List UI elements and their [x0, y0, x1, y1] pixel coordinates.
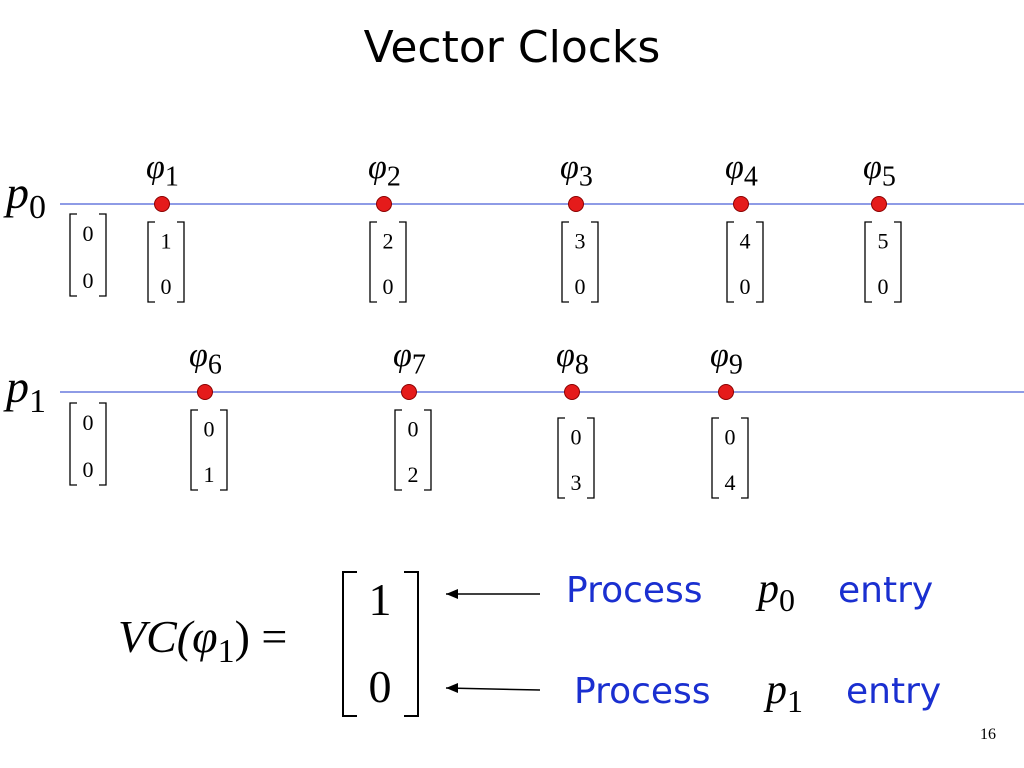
initial-vector-p1-left-bracket — [69, 402, 77, 486]
slide-title: Vector Clocks — [363, 22, 661, 73]
vector-phi5-right-bracket — [894, 221, 902, 303]
vector-phi6-left-bracket — [190, 409, 198, 491]
event-label-phi1: φ1 — [146, 149, 179, 192]
event-label-phi2: φ2 — [368, 149, 401, 192]
vector-phi1-entry-1: 0 — [161, 274, 172, 299]
vector-phi3-entry-0: 3 — [575, 228, 586, 253]
event-label-phi7: φ7 — [393, 337, 426, 380]
vector-phi6-entry-0: 0 — [204, 416, 215, 441]
vector-phi9-left-bracket — [711, 417, 719, 499]
vector-phi2-right-bracket — [399, 221, 407, 303]
arrow-to-p1-entry-head — [446, 683, 458, 693]
vector-phi4-entry-0: 4 — [740, 228, 751, 253]
vector-phi6-entry-1: 1 — [204, 462, 215, 487]
initial-vector-p1-entry-1: 0 — [83, 457, 94, 482]
event-label-phi3: φ3 — [560, 149, 593, 192]
vector-phi4-left-bracket — [726, 221, 734, 303]
vector-phi9-entry-0: 0 — [725, 424, 736, 449]
process-label-p1: p1 — [3, 361, 46, 420]
vector-phi2-entry-1: 0 — [383, 274, 394, 299]
arrow-to-p0-entry-head — [446, 589, 458, 599]
vector-phi4-entry-1: 0 — [740, 274, 751, 299]
event-label-phi8: φ8 — [556, 337, 589, 380]
arrow-to-p1-entry-shaft — [445, 687, 541, 691]
annotation-var-p1: p1 — [763, 667, 803, 719]
annotation-entry-word-0: entry — [838, 570, 933, 611]
vector-phi8-entry-1: 3 — [571, 470, 582, 495]
vector-phi4-right-bracket — [756, 221, 764, 303]
vector-phi3-entry-1: 0 — [575, 274, 586, 299]
vector-phi8-entry-0: 0 — [571, 424, 582, 449]
initial-vector-p0-right-bracket — [99, 213, 107, 297]
vector-phi8-right-bracket — [587, 417, 595, 499]
vector-phi1-right-bracket — [177, 221, 185, 303]
event-dot-phi2 — [376, 196, 392, 212]
annotation-var-p0: p0 — [755, 566, 795, 618]
initial-vector-p0-left-bracket — [69, 213, 77, 297]
vector-phi5-entry-1: 0 — [878, 274, 889, 299]
formula-left-bracket — [342, 571, 357, 717]
initial-vector-p0-entry-0: 0 — [83, 221, 94, 246]
annotation-process-word-0: Process — [566, 570, 703, 611]
vector-phi1-entry-0: 1 — [161, 228, 172, 253]
event-dot-phi3 — [568, 196, 584, 212]
vector-phi9-entry-1: 4 — [725, 470, 736, 495]
vector-phi6-right-bracket — [220, 409, 228, 491]
vector-phi7-right-bracket — [424, 409, 432, 491]
event-label-phi5: φ5 — [863, 149, 896, 192]
vector-phi8-left-bracket — [557, 417, 565, 499]
event-label-phi4: φ4 — [725, 149, 758, 192]
vector-phi3-right-bracket — [591, 221, 599, 303]
vector-phi3-left-bracket — [561, 221, 569, 303]
vector-phi1-left-bracket — [147, 221, 155, 303]
event-dot-phi6 — [197, 384, 213, 400]
event-dot-phi1 — [154, 196, 170, 212]
event-dot-phi8 — [564, 384, 580, 400]
event-dot-phi4 — [733, 196, 749, 212]
event-label-phi9: φ9 — [710, 337, 743, 380]
formula-entry-0: 1 — [369, 574, 392, 625]
annotation-entry-word-1: entry — [846, 671, 941, 712]
vector-phi5-entry-0: 5 — [878, 228, 889, 253]
annotation-process-word-1: Process — [574, 671, 711, 712]
vector-phi7-entry-1: 2 — [408, 462, 419, 487]
event-dot-phi9 — [718, 384, 734, 400]
event-label-phi6: φ6 — [189, 337, 222, 380]
vector-phi9-right-bracket — [741, 417, 749, 499]
vector-phi7-left-bracket — [394, 409, 402, 491]
vector-phi2-entry-0: 2 — [383, 228, 394, 253]
slide-number: 16 — [980, 726, 996, 743]
formula-right-bracket — [404, 571, 419, 717]
event-dot-phi5 — [871, 196, 887, 212]
process-label-p0: p0 — [3, 167, 46, 226]
initial-vector-p1-right-bracket — [99, 402, 107, 486]
initial-vector-p1-entry-0: 0 — [83, 410, 94, 435]
formula-vc: VC(φ1) = — [118, 611, 287, 670]
formula-entry-1: 0 — [369, 661, 392, 712]
vector-phi2-left-bracket — [369, 221, 377, 303]
vector-phi5-left-bracket — [864, 221, 872, 303]
vector-phi7-entry-0: 0 — [408, 416, 419, 441]
event-dot-phi7 — [401, 384, 417, 400]
initial-vector-p0-entry-1: 0 — [83, 268, 94, 293]
